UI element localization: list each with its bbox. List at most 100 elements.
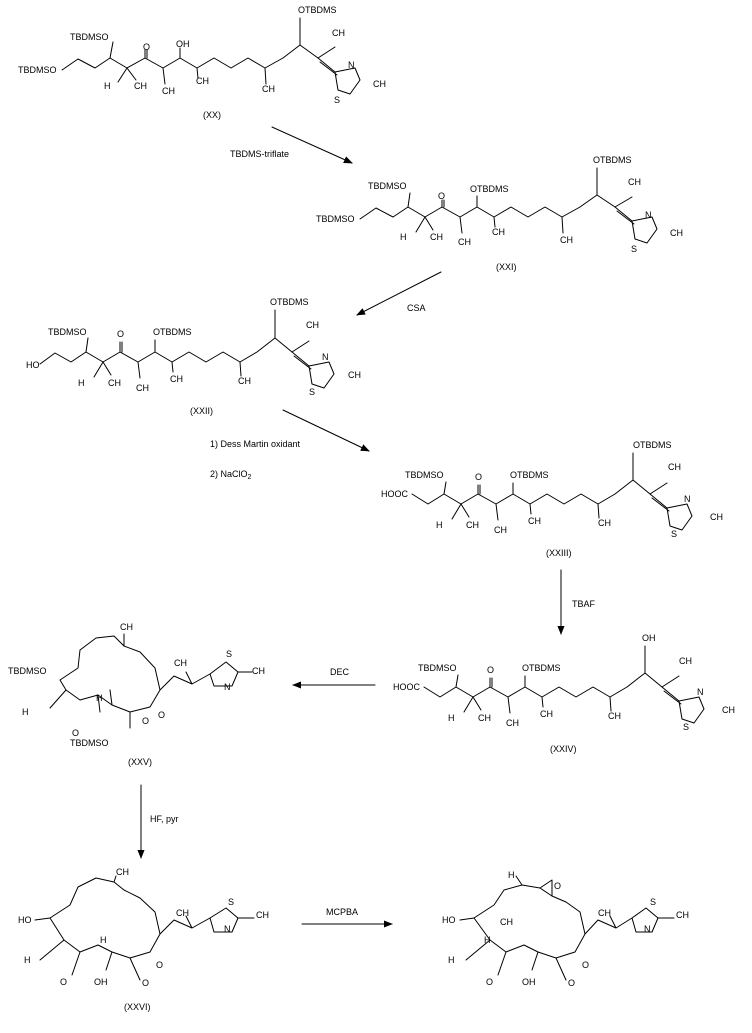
atom-label: CH: [252, 666, 265, 676]
atom-label: HO: [18, 915, 32, 925]
atom-label: O: [475, 472, 482, 482]
atom-label: CH: [430, 232, 443, 242]
atom-label: CH: [120, 622, 133, 632]
compound-label: (XXVI): [124, 1002, 151, 1012]
atom-label: CH: [332, 28, 345, 38]
atom-label: H: [24, 955, 31, 965]
atom-label: H: [484, 935, 491, 945]
compound-label: (XXIII): [546, 548, 572, 558]
atom-label: O: [142, 716, 149, 726]
compound-xxv: TBDMSO CH H H O TBDMSO O O CH N S CH (XX…: [8, 622, 265, 767]
atom-label: CH: [176, 908, 189, 918]
atom-label: H: [100, 935, 107, 945]
compound-label: (XXII): [190, 406, 213, 416]
compound-epoxide: HO H O CH H H O OH O O CH N S CH: [442, 870, 689, 988]
atom-label: N: [224, 682, 231, 692]
atom-label: CH: [722, 705, 735, 715]
atom-label: H: [436, 520, 443, 530]
atom-label: TBDMSO: [18, 65, 57, 75]
atom-label: CH: [196, 76, 209, 86]
reagent-label: CSA: [407, 303, 426, 313]
reagent-label: 1) Dess Martin oxidant: [210, 439, 301, 449]
atom-label: CH: [174, 658, 187, 668]
atom-label: CH: [348, 370, 361, 380]
reagent-label: MCPBA: [326, 907, 358, 917]
compound-xx: TBDMSO TBDMSO O OH OTBDMS CH N S CH H CH…: [18, 5, 386, 120]
atom-label: N: [322, 352, 329, 362]
atom-label: S: [631, 244, 637, 254]
atom-label: CH: [373, 79, 386, 89]
atom-label: N: [224, 924, 231, 934]
atom-label: CH: [506, 718, 519, 728]
atom-label: CH: [500, 917, 513, 927]
atom-label: CH: [238, 376, 251, 386]
reaction-arrow: [282, 409, 370, 452]
atom-label: CH: [466, 520, 479, 530]
atom-label: CH: [528, 516, 541, 526]
atom-label: CH: [162, 86, 175, 96]
atom-label: CH: [108, 378, 121, 388]
atom-label: H: [448, 955, 455, 965]
atom-label: S: [309, 387, 315, 397]
atom-label: CH: [306, 320, 319, 330]
atom-label: O: [117, 329, 124, 339]
atom-label: H: [78, 378, 85, 388]
atom-label: TBDMSO: [70, 738, 109, 748]
atom-label: TBDMSO: [418, 663, 457, 673]
atom-label: TBDMSO: [48, 327, 87, 337]
atom-label: CH: [598, 908, 611, 918]
atom-label: S: [334, 95, 340, 105]
atom-label: CH: [668, 462, 681, 472]
atom-label: CH: [478, 713, 491, 723]
atom-label: OH: [176, 39, 190, 49]
atom-label: O: [142, 978, 149, 988]
atom-label: TBDMSO: [316, 214, 355, 224]
atom-label: OTBDMS: [298, 5, 337, 15]
atom-label: OH: [522, 977, 536, 987]
atom-label: N: [697, 687, 704, 697]
compound-xxiii: HOOC TBDMSO O OTBDMS OTBDMS CH N S CH H …: [381, 440, 723, 558]
atom-label: O: [158, 710, 165, 720]
atom-label: OTBDMS: [153, 327, 192, 337]
atom-label: HOOC: [381, 489, 409, 499]
atom-label: CH: [116, 867, 129, 877]
atom-label: S: [650, 897, 656, 907]
compound-xxi: TBDMSO TBDMSO O OTBDMS OTBDMS CH N S CH …: [316, 155, 683, 272]
atom-label: OTBDMS: [522, 663, 561, 673]
atom-label: CH: [628, 177, 641, 187]
reagent-label: HF, pyr: [150, 814, 179, 824]
atom-label: OTBDMS: [633, 440, 672, 450]
compound-label: (XXV): [128, 757, 152, 767]
atom-label: CH: [560, 235, 573, 245]
reaction-arrow: [356, 271, 442, 316]
reagent-label: TBDMS-triflate: [230, 149, 289, 159]
atom-label: O: [487, 665, 494, 675]
atom-label: OTBDMS: [510, 470, 549, 480]
compound-label: (XXI): [496, 262, 517, 272]
atom-label: CH: [134, 81, 147, 91]
atom-label: O: [438, 191, 445, 201]
compound-label: (XXIV): [550, 744, 577, 754]
compound-xxii: HO TBDMSO O OTBDMS OTBDMS CH N S CH H CH…: [26, 297, 361, 416]
atom-label: N: [348, 60, 355, 70]
atom-label: N: [684, 494, 691, 504]
atom-label: OH: [642, 633, 656, 643]
atom-label: N: [644, 924, 651, 934]
reagent-label: TBAF: [572, 599, 596, 609]
atom-label: O: [582, 960, 589, 970]
atom-label: H: [104, 81, 111, 91]
atom-label: OTBDMS: [470, 184, 509, 194]
atom-label: CH: [608, 711, 621, 721]
atom-label: H: [22, 707, 29, 717]
atom-label: TBDMSO: [368, 181, 407, 191]
atom-label: TBDMSO: [70, 32, 109, 42]
atom-label: O: [143, 42, 150, 52]
atom-label: S: [683, 722, 689, 732]
compound-xxiv: HOOC TBDMSO O OTBDMS OH CH N S CH H CH C…: [393, 633, 735, 754]
compound-label: (XX): [203, 110, 221, 120]
atom-label: CH: [458, 237, 471, 247]
atom-label: OTBDMS: [270, 297, 309, 307]
atom-label: CH: [494, 525, 507, 535]
atom-label: OTBDMS: [593, 155, 632, 165]
